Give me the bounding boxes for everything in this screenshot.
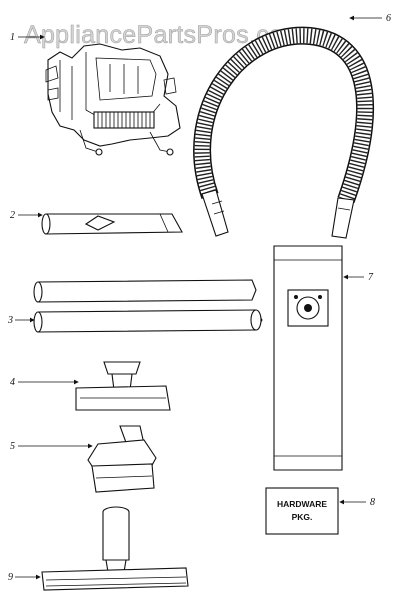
callout-3-label: 3 bbox=[7, 315, 13, 326]
part-5-dusting-brush[interactable] bbox=[87, 425, 157, 493]
callout-1-label: 1 bbox=[10, 32, 15, 43]
part-7-dust-bag[interactable] bbox=[273, 245, 343, 471]
part-3-wand-lower[interactable] bbox=[33, 309, 263, 333]
callout-2-label: 2 bbox=[10, 210, 15, 221]
part-6-hose[interactable] bbox=[193, 26, 375, 239]
part-1-frame-bracket[interactable] bbox=[45, 43, 181, 156]
callout-5: 5 bbox=[10, 441, 93, 452]
callout-8-label: 8 bbox=[370, 497, 375, 508]
callout-1: 1 bbox=[10, 32, 45, 43]
part-2-crevice-tool[interactable] bbox=[41, 213, 183, 235]
watermark: AppliancePartsPros.com bbox=[24, 21, 304, 49]
callout-4-label: 4 bbox=[10, 377, 15, 388]
hardware-line-2: PKG. bbox=[292, 512, 313, 522]
callout-7-label: 7 bbox=[368, 272, 374, 283]
callout-3: 3 bbox=[7, 315, 35, 326]
callout-6: 6 bbox=[349, 13, 391, 24]
callout-7: 7 bbox=[343, 272, 374, 283]
part-9-floor-nozzle[interactable] bbox=[41, 506, 189, 591]
part-4-upholstery-tool[interactable] bbox=[75, 361, 171, 411]
callout-6-label: 6 bbox=[386, 13, 391, 24]
callout-5-label: 5 bbox=[10, 441, 15, 452]
hardware-line-1: HARDWARE bbox=[277, 499, 327, 509]
part-8-hardware-pkg[interactable]: HARDWARE PKG. bbox=[265, 487, 339, 535]
callout-2: 2 bbox=[10, 210, 43, 221]
callout-9: 9 bbox=[8, 572, 41, 583]
callout-4: 4 bbox=[10, 377, 79, 388]
callout-8: 8 bbox=[339, 497, 375, 508]
part-3-wand-upper[interactable] bbox=[33, 279, 257, 303]
callout-9-label: 9 bbox=[8, 572, 13, 583]
